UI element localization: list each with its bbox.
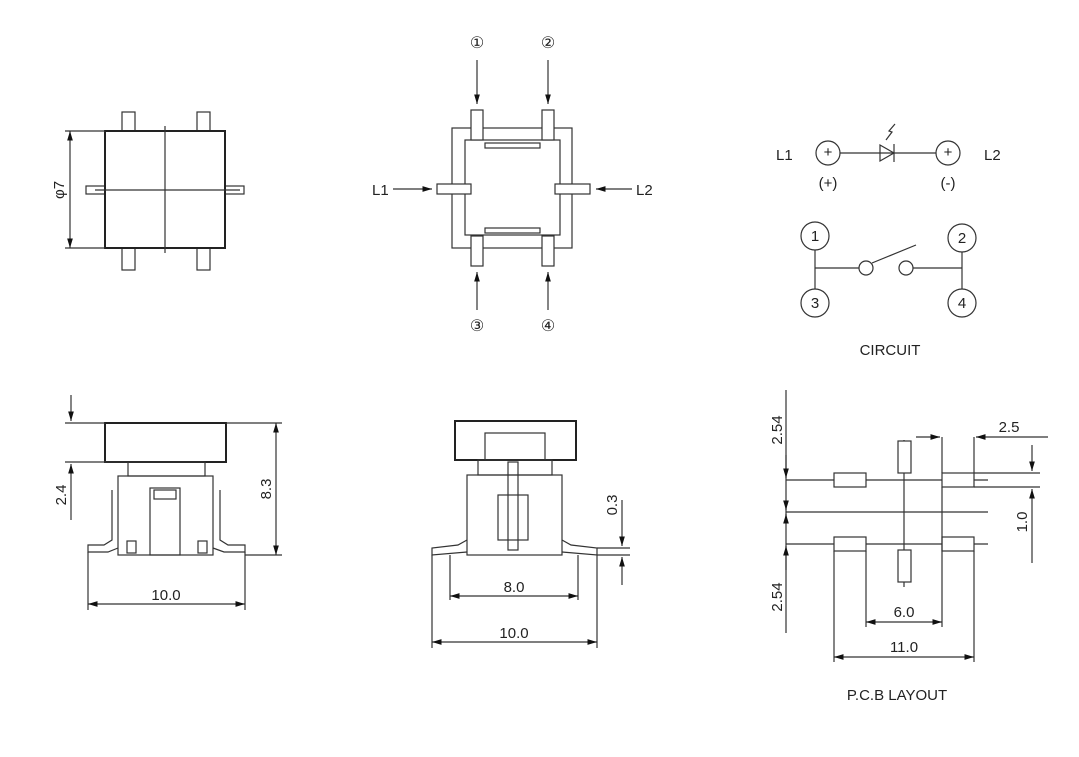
circuit-l2-label: L2 <box>984 147 1001 164</box>
side-view: 10.0 8.3 2.4 <box>53 395 282 610</box>
inner-spacing-label: 6.0 <box>894 604 915 621</box>
pad-height-label: 1.0 <box>1014 512 1031 533</box>
body-width-label: 8.0 <box>504 579 525 596</box>
pad-width-label: 2.5 <box>999 419 1020 436</box>
front-view: 8.0 10.0 0.3 <box>431 420 630 648</box>
stem-height-label: 2.4 <box>53 485 70 506</box>
switch-pin-3: 3 <box>811 295 819 312</box>
pin-label-4: ④ <box>541 316 555 335</box>
pin-view: ① ② ③ ④ L1 L2 <box>372 33 653 335</box>
pcb-caption: P.C.B LAYOUT <box>847 687 947 704</box>
switch-pin-2: 2 <box>958 230 966 247</box>
pin-label-1: ① <box>470 33 484 52</box>
terminal-plus-right: + <box>944 144 953 161</box>
anode-label: (+) <box>819 175 838 192</box>
pcb-layout: 6.0 11.0 2.5 1.0 2.54 2.54 P.C.B LAYOUT <box>769 390 1048 704</box>
led-diode-icon <box>879 123 896 163</box>
cathode-label: (-) <box>941 175 956 192</box>
terminal-plus-left: + <box>824 144 833 161</box>
pin-label-2: ② <box>541 33 555 52</box>
circuit-l1-label: L1 <box>776 147 793 164</box>
switch-pin-1: 1 <box>811 228 819 245</box>
top-view: φ7 <box>51 111 245 271</box>
lead-thickness-label: 0.3 <box>604 495 621 516</box>
bottom-pitch-label: 2.54 <box>769 582 786 611</box>
front-width-label: 10.0 <box>499 625 528 642</box>
side-width-label: 10.0 <box>151 587 180 604</box>
led-l2-label: L2 <box>636 182 653 199</box>
total-height-label: 8.3 <box>258 479 275 500</box>
pin-label-3: ③ <box>470 316 484 335</box>
switch-symbol <box>800 221 977 318</box>
led-l1-label: L1 <box>372 182 389 199</box>
switch-pin-4: 4 <box>958 295 966 312</box>
circuit-diagram: L1 L2 + + (+) (-) 1 2 3 4 C <box>776 123 1001 359</box>
top-pitch-label: 2.54 <box>769 415 786 444</box>
diameter-label: φ7 <box>51 181 68 199</box>
circuit-caption: CIRCUIT <box>860 342 921 359</box>
outer-spacing-label: 11.0 <box>890 639 918 656</box>
